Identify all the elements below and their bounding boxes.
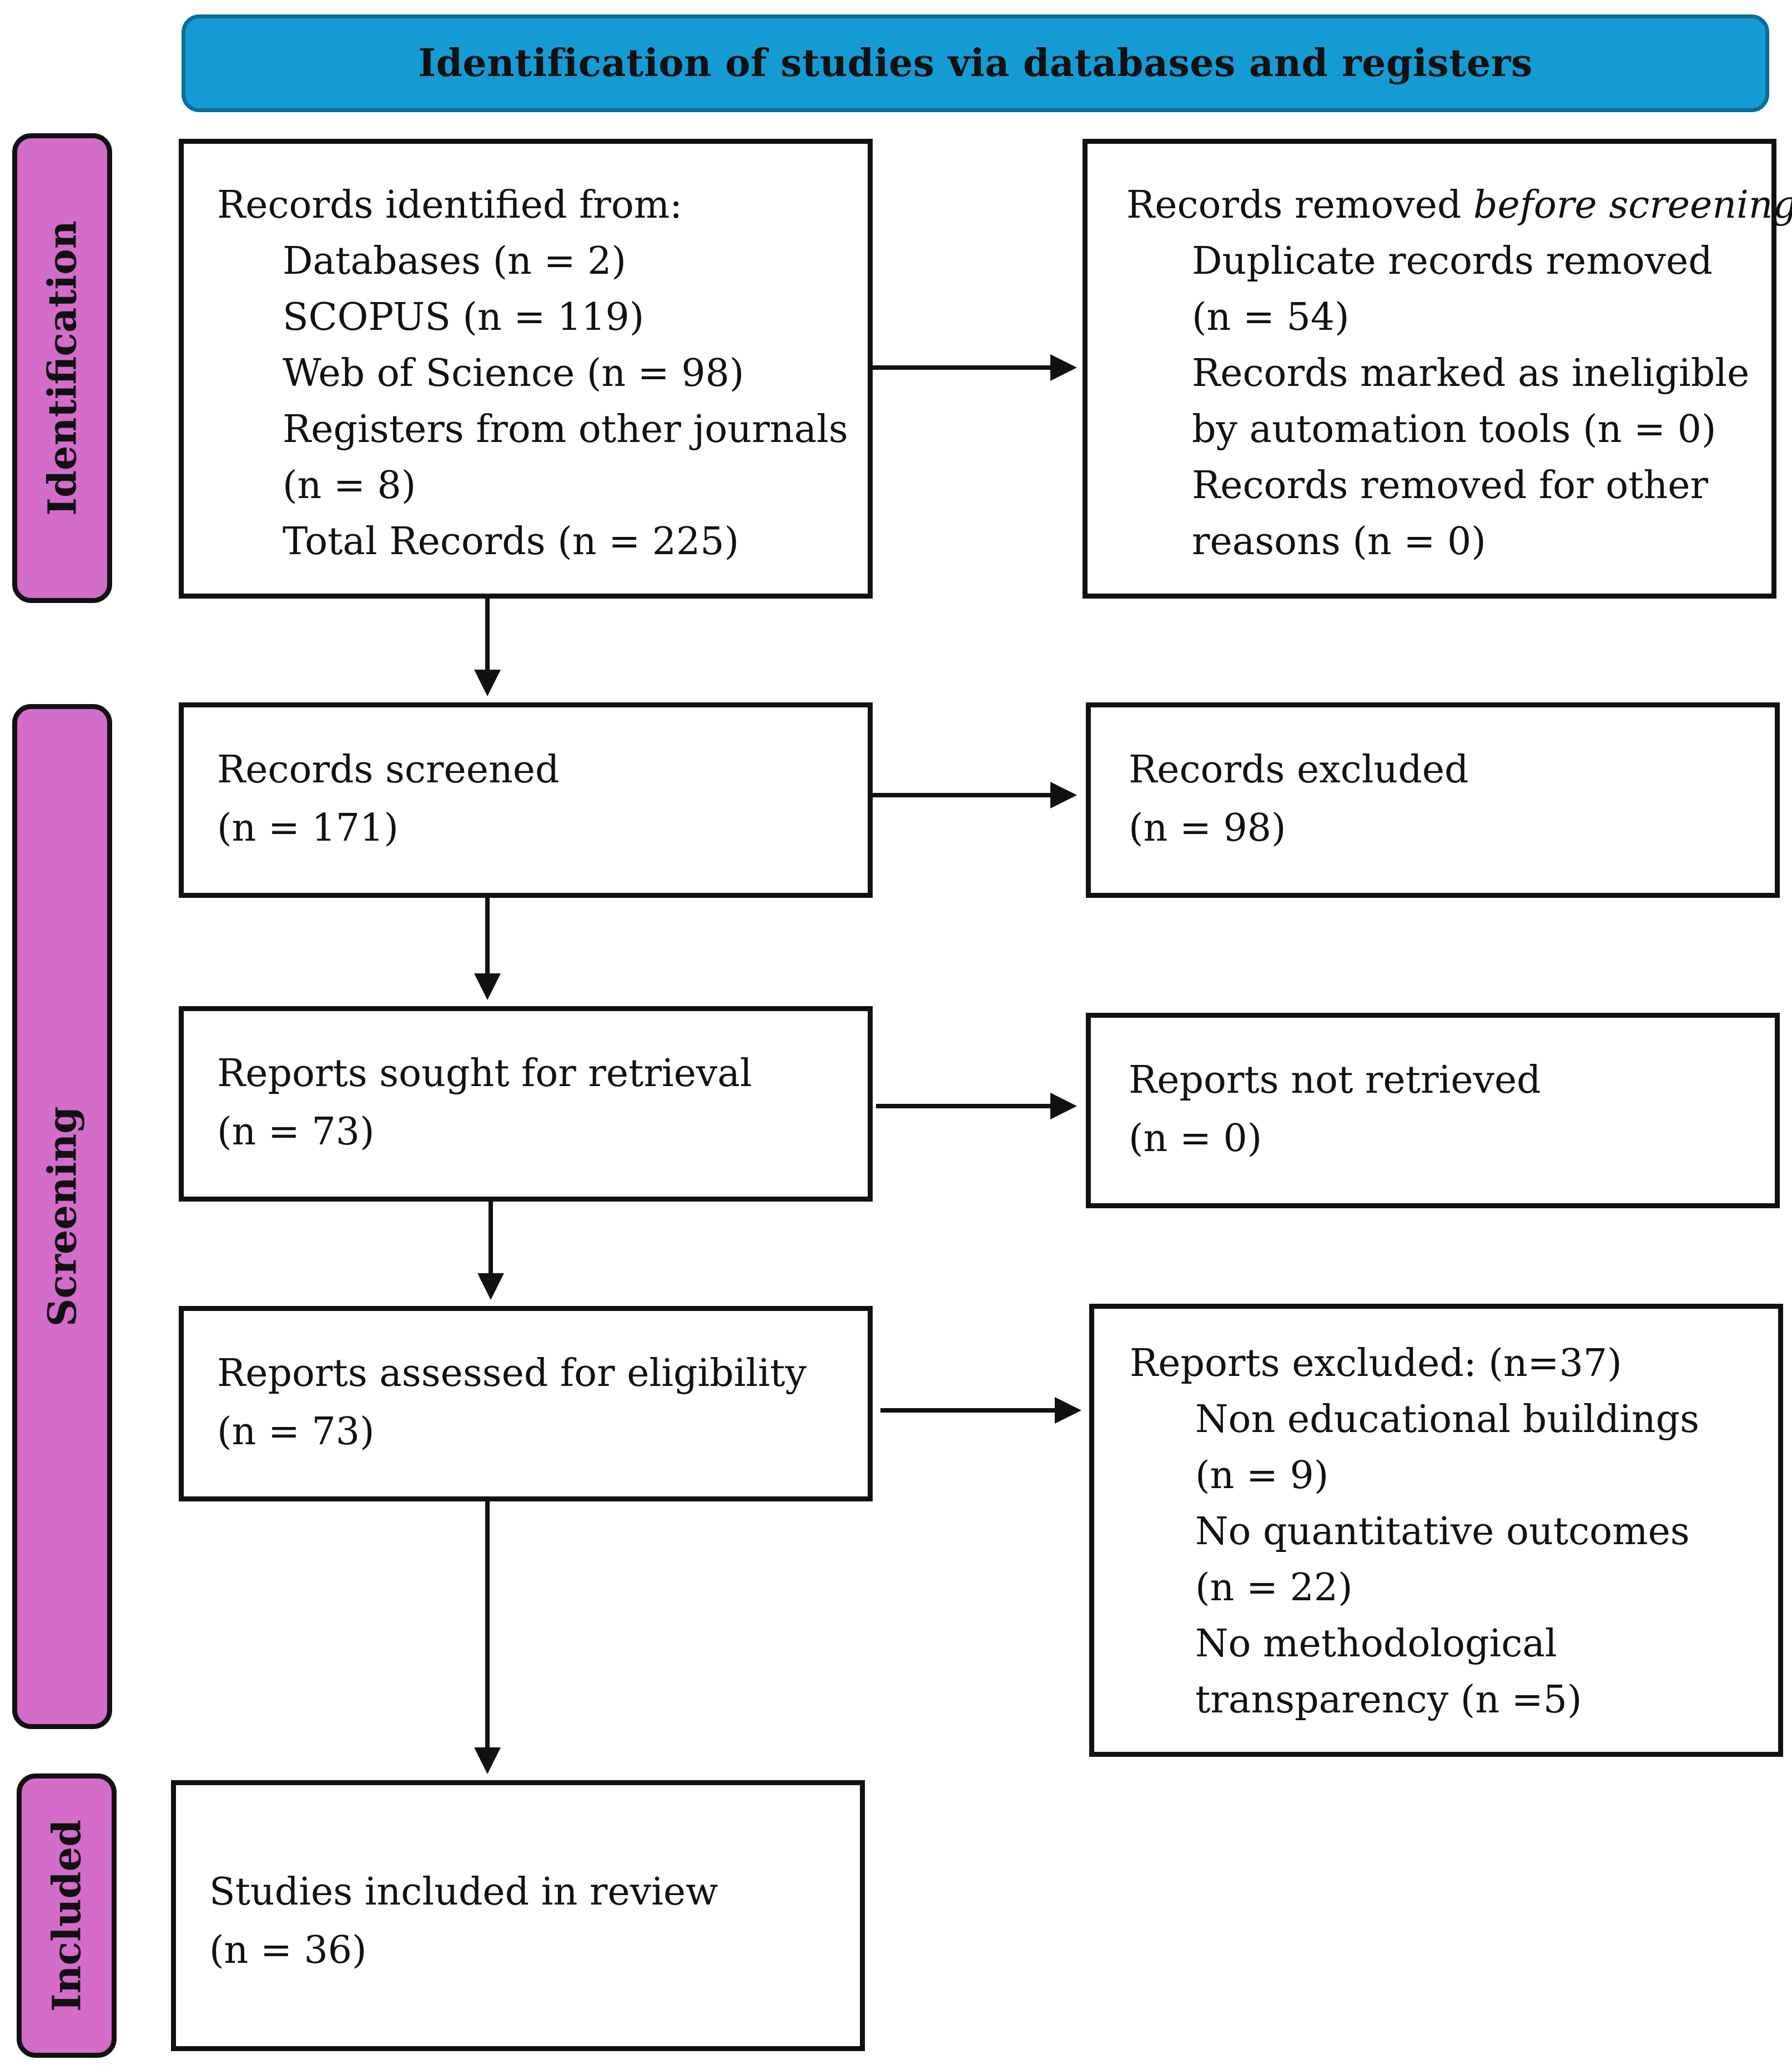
identified-item: (n = 8) [283, 464, 416, 508]
reports-not-retrieved-count: (n = 0) [1129, 1117, 1262, 1160]
records-removed-box: Records removed before screening: Duplic… [1083, 139, 1792, 599]
records-excluded-count: (n = 98) [1129, 806, 1286, 850]
studies-included-count: (n = 36) [209, 1928, 367, 1972]
records-excluded-label: Records excluded [1129, 748, 1469, 792]
reports-excluded-heading: Reports excluded: (n=37) [1130, 1342, 1622, 1385]
phase-screening: Screening [12, 704, 112, 1729]
reports-assessed-label: Reports assessed for eligibility [217, 1351, 807, 1395]
reports-excluded-item: (n = 22) [1195, 1566, 1353, 1610]
identified-item: Registers from other journals [283, 408, 848, 451]
identified-item: Total Records (n = 225) [283, 520, 739, 564]
reports-sought-label: Reports sought for retrieval [217, 1052, 752, 1096]
removed-item: Duplicate records removed [1192, 239, 1713, 283]
removed-item: Records removed for other [1192, 464, 1709, 508]
reports-sought-box: Reports sought for retrieval (n = 73) [179, 1006, 873, 1202]
heading-emphasis: before screening [1473, 183, 1792, 227]
removed-item: reasons (n = 0) [1192, 520, 1486, 564]
records-screened-box: Records screened (n = 171) [179, 702, 873, 898]
records-identified-heading: Records identified from: [217, 183, 683, 227]
reports-assessed-count: (n = 73) [217, 1410, 375, 1454]
reports-sought-count: (n = 73) [217, 1110, 375, 1154]
reports-excluded-box: Reports excluded: (n=37) Non educational… [1089, 1304, 1783, 1757]
reports-excluded-item: No quantitative outcomes [1195, 1510, 1690, 1554]
records-removed-heading: Records removed before screening: [1126, 177, 1792, 233]
studies-included-box: Studies included in review (n = 36) [171, 1780, 865, 2051]
reports-not-retrieved-label: Reports not retrieved [1129, 1058, 1541, 1102]
reports-excluded-item: No methodological [1195, 1622, 1557, 1666]
identified-item: SCOPUS (n = 119) [283, 295, 645, 339]
reports-assessed-box: Reports assessed for eligibility (n = 73… [179, 1306, 873, 1501]
studies-included-label: Studies included in review [209, 1870, 718, 1914]
records-screened-count: (n = 171) [217, 806, 399, 850]
reports-not-retrieved-box: Reports not retrieved (n = 0) [1086, 1013, 1780, 1208]
heading-text: Records removed [1126, 183, 1473, 227]
reports-excluded-item: Non educational buildings [1195, 1398, 1700, 1441]
records-identified-box: Records identified from: Databases (n = … [179, 139, 873, 599]
phase-included: Included [17, 1773, 117, 2058]
identified-item: Databases (n = 2) [283, 239, 626, 283]
records-screened-label: Records screened [217, 748, 560, 792]
header-banner: Identification of studies via databases … [182, 14, 1769, 112]
removed-item: by automation tools (n = 0) [1192, 408, 1717, 451]
header-title: Identification of studies via databases … [418, 41, 1533, 86]
identified-item: Web of Science (n = 98) [283, 351, 744, 395]
reports-excluded-item: transparency (n =5) [1195, 1678, 1582, 1722]
records-excluded-box: Records excluded (n = 98) [1086, 702, 1780, 898]
removed-item: Records marked as ineligible [1192, 351, 1750, 395]
removed-item: (n = 54) [1192, 295, 1350, 339]
reports-excluded-item: (n = 9) [1195, 1454, 1329, 1498]
phase-identification: Identification [12, 133, 112, 603]
